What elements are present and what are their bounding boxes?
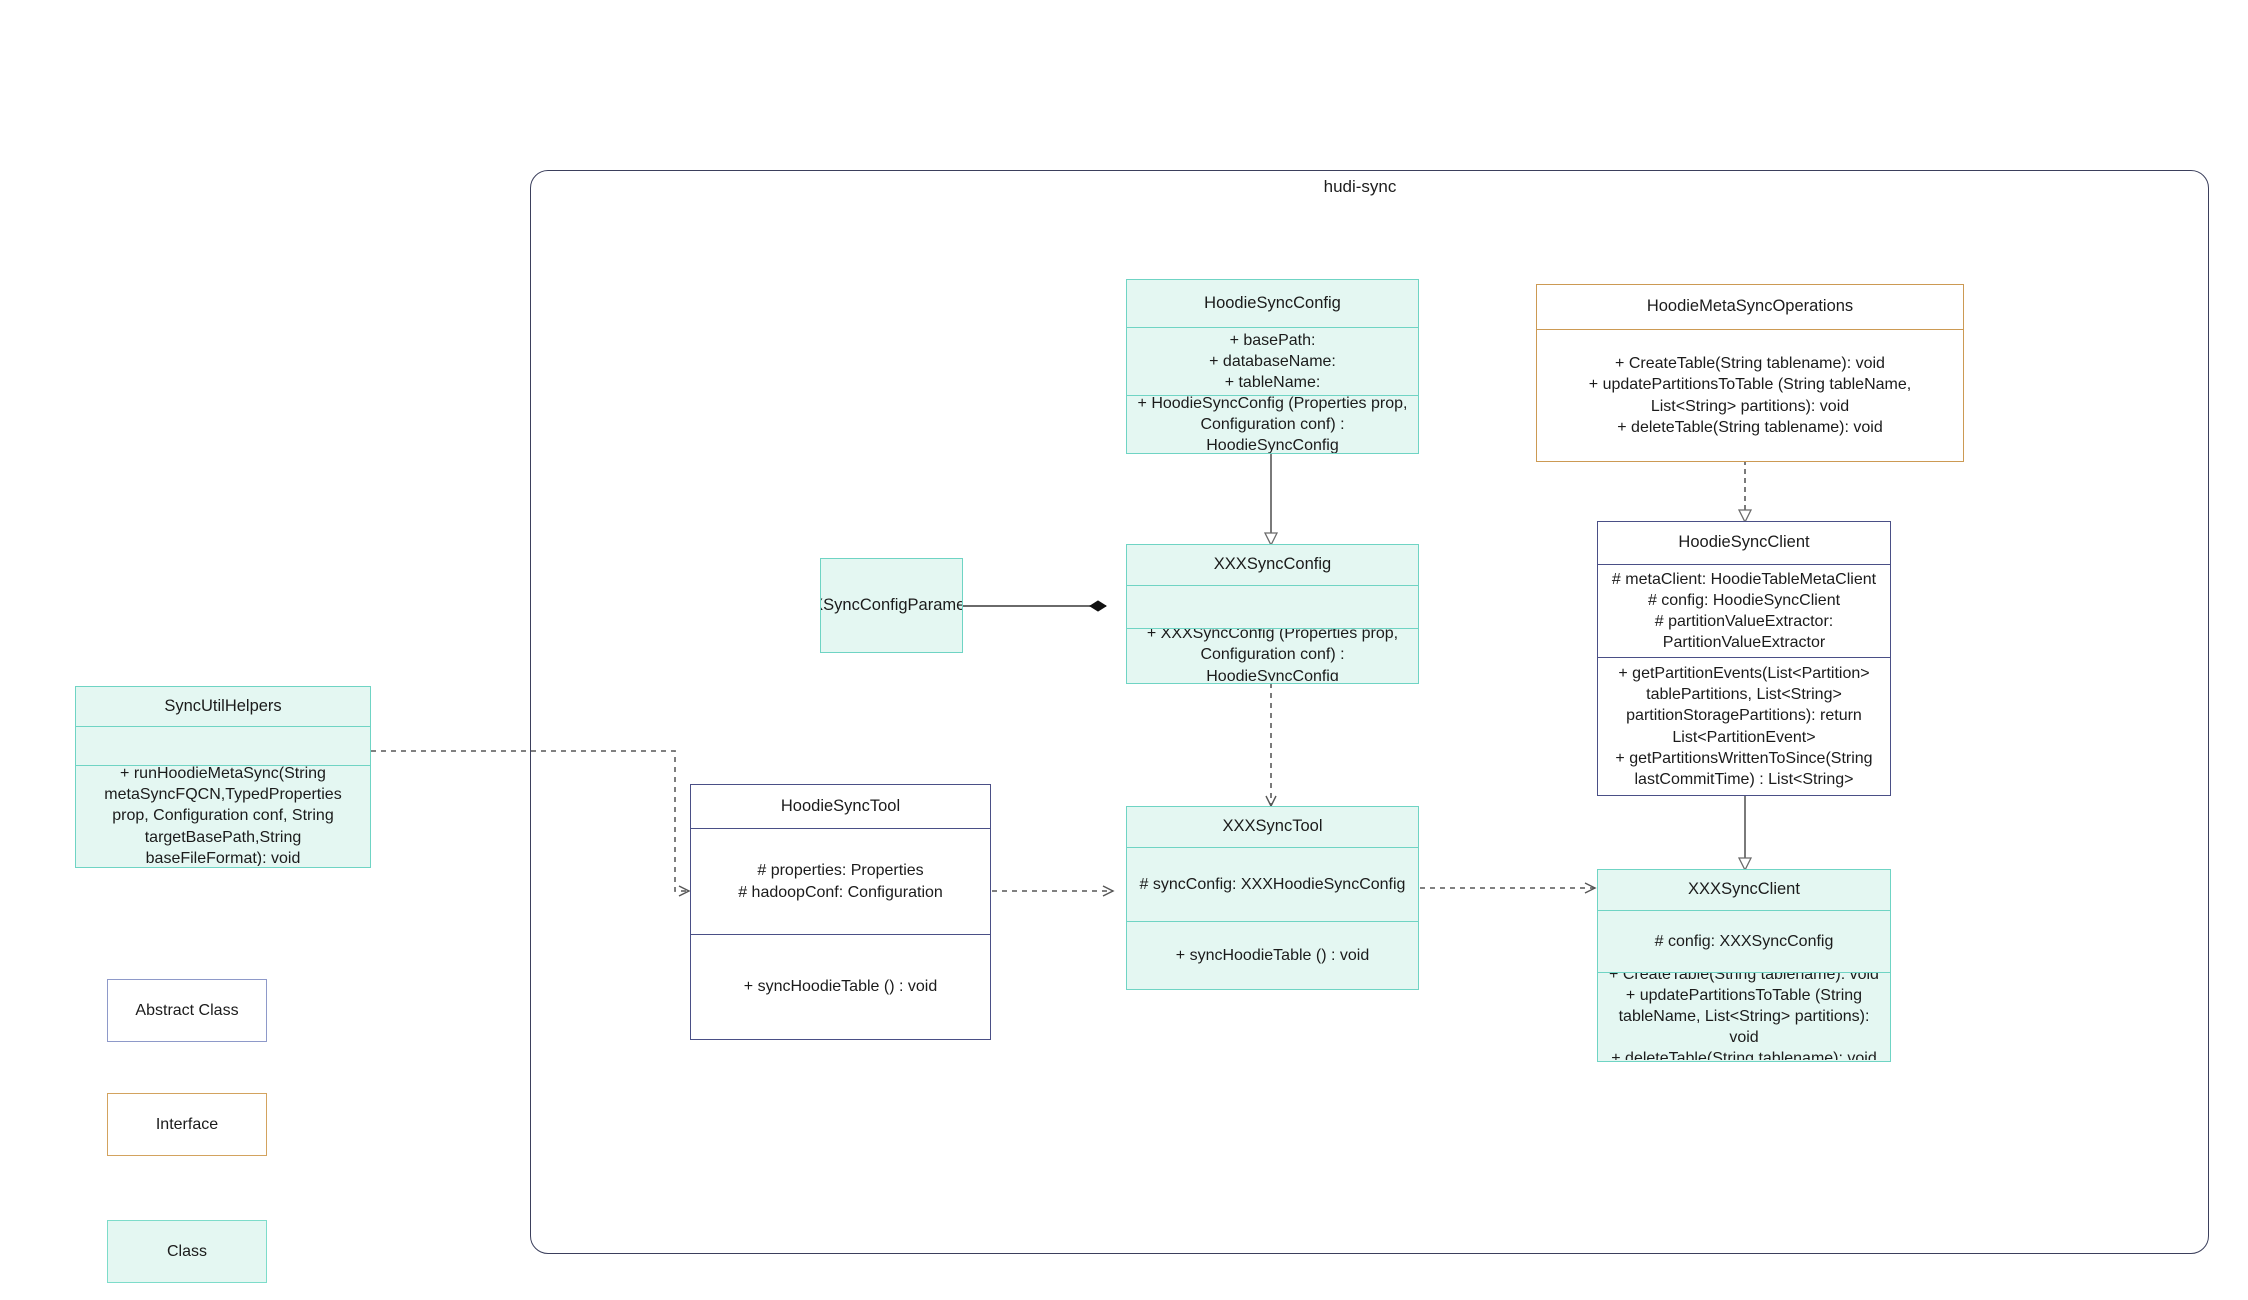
class-attributes-sync-util-helpers <box>76 726 370 765</box>
class-attributes-xxx-sync-client: # config: XXXSyncConfig <box>1598 910 1890 972</box>
class-attributes-xxx-sync-tool: # syncConfig: XXXHoodieSyncConfig <box>1127 847 1418 921</box>
class-name-hoodie-sync-config: HoodieSyncConfig <box>1204 293 1341 312</box>
class-operations-xxx-sync-client: + CreateTable(String tablename): void + … <box>1598 972 1890 1060</box>
class-name-xxx-sync-tool: XXXSyncTool <box>1222 817 1323 836</box>
class-name-xxx-sync-client: XXXSyncClient <box>1688 880 1800 899</box>
class-operations-sync-util-helpers: + runHoodieMetaSync(String metaSyncFQCN,… <box>76 765 370 866</box>
class-name-xxx-sync-config-parameters: XXXSyncConfigParameters <box>821 595 962 614</box>
class-name-sync-util-helpers: SyncUtilHelpers <box>164 696 282 715</box>
class-attributes-hoodie-sync-tool: # properties: Properties # hadoopConf: C… <box>691 828 990 934</box>
legend-class: Class <box>107 1220 267 1283</box>
class-operations-xxx-sync-tool: + syncHoodieTable () : void <box>1127 921 1418 989</box>
class-attributes-hoodie-sync-client: # metaClient: HoodieTableMetaClient # co… <box>1598 564 1890 657</box>
class-box-hoodie-meta-sync-operations[interactable]: HoodieMetaSyncOperations + CreateTable(S… <box>1536 284 1964 462</box>
class-box-hoodie-sync-client[interactable]: HoodieSyncClient # metaClient: HoodieTab… <box>1597 521 1891 796</box>
class-name-hoodie-sync-tool: HoodieSyncTool <box>780 796 901 815</box>
legend-interface: Interface <box>107 1093 267 1156</box>
class-operations-hoodie-meta-sync-operations: + CreateTable(String tablename): void + … <box>1537 329 1963 461</box>
class-attributes-xxx-sync-config <box>1127 585 1418 628</box>
class-box-hoodie-sync-tool[interactable]: HoodieSyncTool # properties: Properties … <box>690 784 991 1040</box>
class-box-xxx-sync-tool[interactable]: XXXSyncTool # syncConfig: XXXHoodieSyncC… <box>1126 806 1419 990</box>
class-operations-hoodie-sync-config: + HoodieSyncConfig (Properties prop, Con… <box>1127 395 1418 453</box>
class-box-sync-util-helpers[interactable]: SyncUtilHelpers + runHoodieMetaSync(Stri… <box>75 686 371 868</box>
legend-abstract-class: Abstract Class <box>107 979 267 1042</box>
package-frame-hudi-sync <box>530 170 2209 1254</box>
package-title: hudi-sync <box>1323 177 1397 196</box>
class-name-hoodie-meta-sync-operations: HoodieMetaSyncOperations <box>1646 297 1854 316</box>
class-operations-hoodie-sync-tool: + syncHoodieTable () : void <box>691 934 990 1038</box>
class-name-xxx-sync-config: XXXSyncConfig <box>1213 555 1332 574</box>
class-operations-xxx-sync-config: + XXXSyncConfig (Properties prop, Config… <box>1127 628 1418 681</box>
class-box-xxx-sync-client[interactable]: XXXSyncClient # config: XXXSyncConfig + … <box>1597 869 1891 1062</box>
class-box-xxx-sync-config[interactable]: XXXSyncConfig + XXXSyncConfig (Propertie… <box>1126 544 1419 684</box>
class-box-xxx-sync-config-parameters[interactable]: XXXSyncConfigParameters <box>820 558 963 653</box>
class-operations-hoodie-sync-client: + getPartitionEvents(List<Partition> tab… <box>1598 657 1890 795</box>
class-box-hoodie-sync-config[interactable]: HoodieSyncConfig + basePath: + databaseN… <box>1126 279 1419 454</box>
class-name-hoodie-sync-client: HoodieSyncClient <box>1678 533 1810 552</box>
class-attributes-hoodie-sync-config: + basePath: + databaseName: + tableName: <box>1127 327 1418 395</box>
